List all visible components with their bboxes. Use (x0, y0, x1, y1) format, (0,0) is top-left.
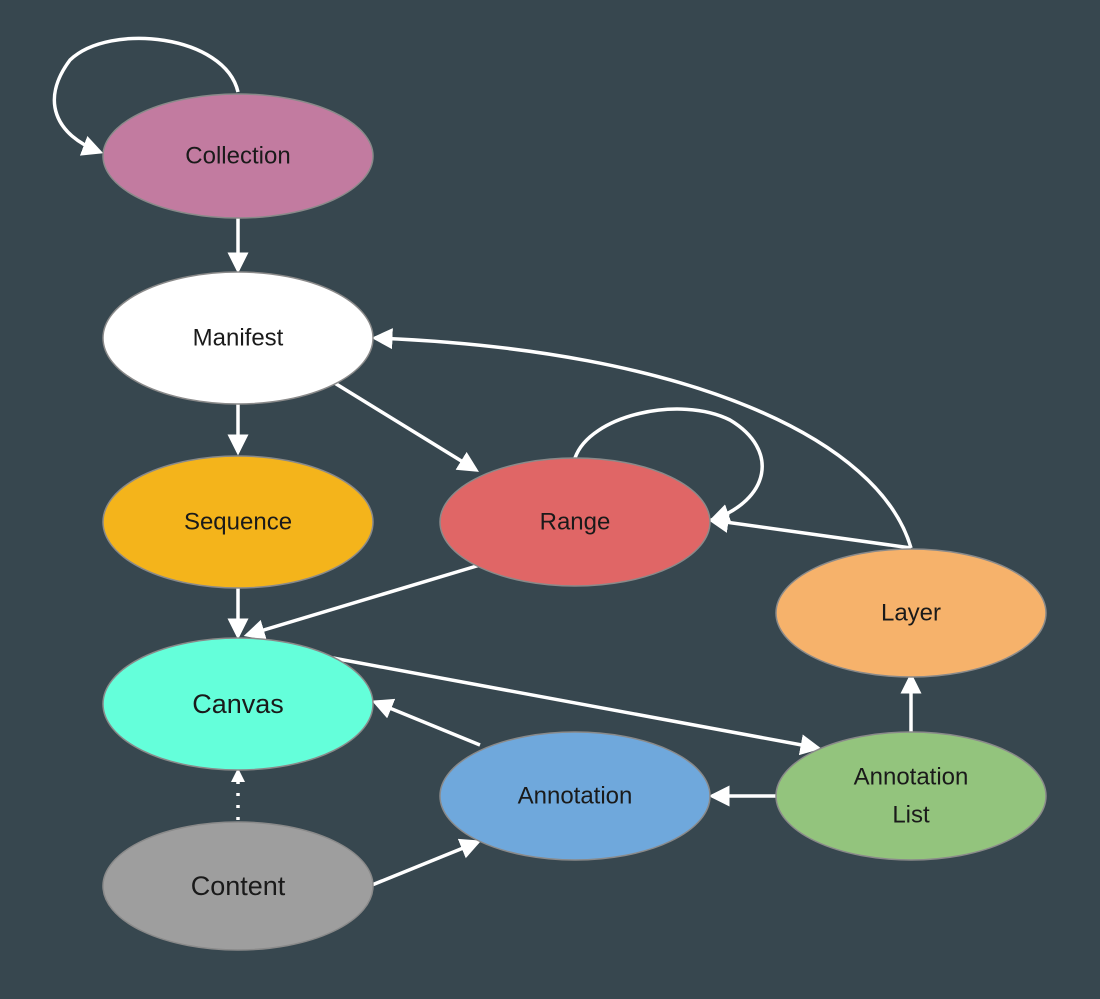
node-range-label: Range (540, 509, 611, 536)
edge-content-annotation (371, 838, 482, 887)
edge-annotation-canvas (371, 698, 481, 747)
node-annotation-list-label-line1: Annotation (854, 764, 969, 791)
edge-range-self (573, 407, 764, 525)
node-sequence: Sequence (102, 455, 374, 589)
node-canvas: Canvas (102, 637, 374, 771)
edges (52, 36, 922, 887)
edge-manifest-range (332, 380, 479, 472)
node-manifest-label: Manifest (193, 325, 284, 352)
node-layer: Layer (775, 548, 1047, 678)
node-sequence-label: Sequence (184, 509, 292, 536)
edge-layer-range (707, 512, 912, 550)
edge-canvas-annotation-list (332, 656, 822, 756)
node-manifest: Manifest (102, 271, 374, 405)
node-content-label: Content (191, 871, 286, 901)
node-canvas-label: Canvas (192, 689, 284, 719)
node-layer-label: Layer (881, 600, 941, 627)
edge-collection-self (52, 36, 240, 156)
node-annotation: Annotation (439, 731, 711, 861)
node-annotation-list: Annotation List (775, 731, 1047, 861)
edge-range-canvas (243, 563, 481, 641)
node-annotation-list-label-line2: List (892, 802, 930, 829)
node-collection: Collection (102, 93, 374, 219)
node-annotation-label: Annotation (518, 783, 633, 810)
node-range: Range (439, 457, 711, 587)
edge-content-canvas-arrowhead (231, 768, 245, 782)
node-collection-label: Collection (185, 143, 290, 170)
edge-layer-manifest (371, 328, 913, 549)
node-content: Content (102, 821, 374, 951)
